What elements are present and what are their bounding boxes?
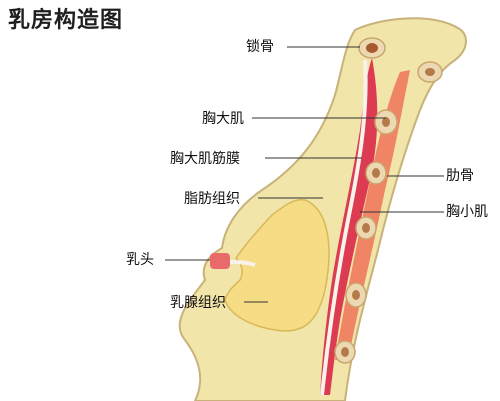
milk-duct bbox=[229, 260, 256, 267]
label-pectoral-fascia: 胸大肌筋膜 bbox=[170, 151, 240, 167]
label-pectoralis-minor: 胸小肌 bbox=[446, 204, 488, 220]
label-mammary-gland: 乳腺组织 bbox=[170, 295, 226, 311]
label-rib: 肋骨 bbox=[446, 168, 474, 184]
mammary-gland-region bbox=[224, 198, 330, 332]
leader-lines bbox=[165, 46, 444, 303]
nipple-shape bbox=[210, 253, 230, 269]
clavicle-center bbox=[366, 43, 378, 53]
label-clavicle: 锁骨 bbox=[246, 39, 274, 55]
label-pectoralis-major: 胸大肌 bbox=[202, 111, 244, 127]
label-fat-tissue: 脂肪组织 bbox=[184, 191, 240, 207]
label-nipple: 乳头 bbox=[126, 252, 154, 268]
page-title: 乳房构造图 bbox=[8, 8, 124, 33]
rib-centers bbox=[341, 68, 435, 357]
pectoral-fascia-line bbox=[320, 59, 368, 396]
